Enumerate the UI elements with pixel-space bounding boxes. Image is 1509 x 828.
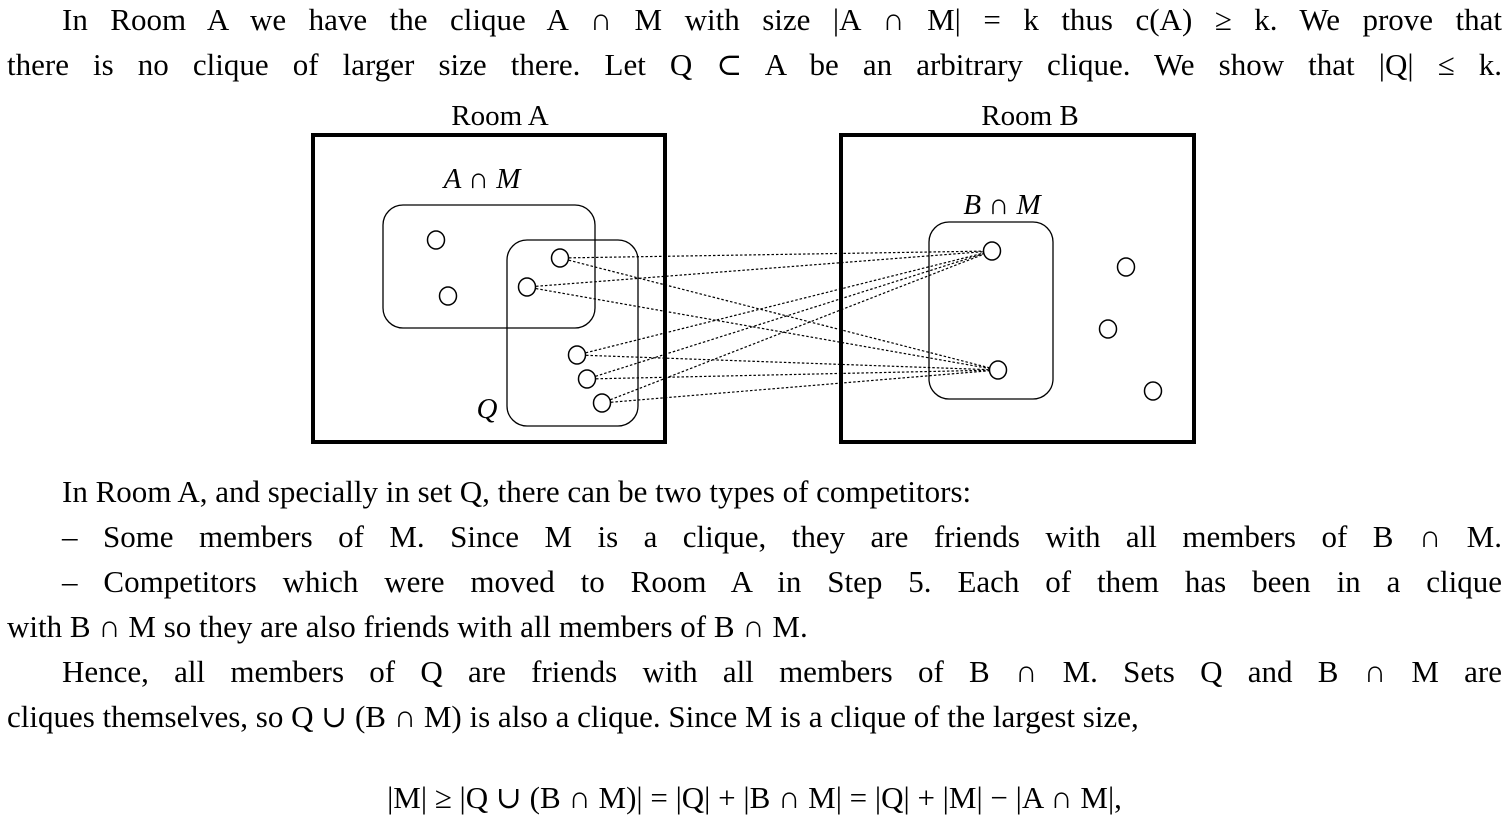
room-b-box	[839, 133, 1196, 444]
competitor-node	[438, 286, 458, 306]
b-cap-m-set	[928, 221, 1054, 400]
friendship-edge	[559, 257, 999, 371]
friendship-edge	[586, 369, 999, 380]
friendship-edge	[601, 250, 993, 404]
competitor-node	[592, 393, 612, 413]
q-set	[506, 239, 639, 427]
competitor-node	[1116, 257, 1136, 277]
competitor-node	[577, 369, 597, 389]
text-line: – Some members of M. Since M is a clique…	[62, 519, 1502, 554]
competitor-node	[982, 241, 1002, 261]
b-cap-m-label: B ∩ M	[963, 189, 1042, 221]
competitor-node	[550, 248, 570, 268]
competitor-node	[567, 345, 587, 365]
text-line: In Room A, and specially in set Q, there…	[62, 474, 972, 509]
friendship-edge	[559, 250, 993, 259]
friendship-edge	[576, 250, 993, 356]
text-line: In Room A we have the clique A ∩ M with …	[62, 2, 1502, 37]
friendship-edge	[526, 286, 999, 371]
equation: |M| ≥ |Q ∪ (B ∩ M)| = |Q| + |B ∩ M| = |Q…	[387, 780, 1122, 815]
q-label: Q	[477, 393, 498, 425]
competitor-node	[988, 360, 1008, 380]
text-line: cliques themselves, so Q ∪ (B ∩ M) is al…	[7, 699, 1139, 734]
competitor-node	[1098, 319, 1118, 339]
text-line: Hence, all members of Q are friends with…	[62, 654, 1502, 689]
competitor-node	[426, 230, 446, 250]
text-line: with B ∩ M so they are also friends with…	[7, 609, 808, 644]
friendship-edge	[576, 354, 999, 371]
competitor-node	[1143, 381, 1163, 401]
text-line: – Competitors which were moved to Room A…	[62, 564, 1502, 599]
friendship-edge	[526, 250, 993, 288]
room-b-label: Room B	[981, 100, 1079, 132]
a-cap-m-label: A ∩ M	[442, 163, 523, 195]
text-line: there is no clique of larger size there.…	[7, 47, 1502, 82]
room-a-label: Room A	[451, 100, 549, 132]
room-a-box	[311, 133, 667, 444]
friendship-edge	[586, 250, 993, 380]
friendship-edge	[601, 369, 999, 404]
competitor-node	[517, 277, 537, 297]
